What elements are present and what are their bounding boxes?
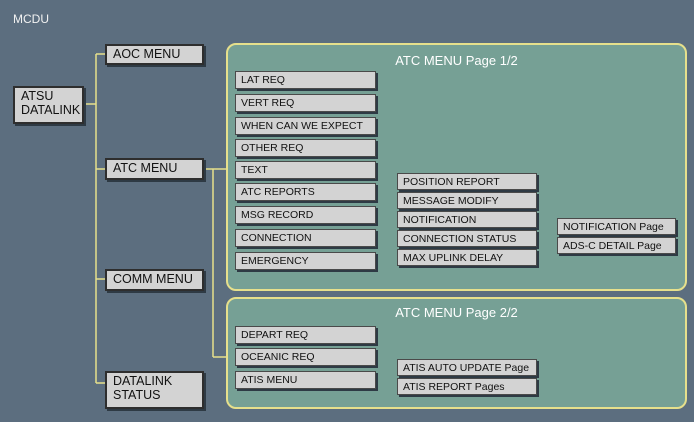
atsu-datalink-line2: DATALINK	[21, 103, 81, 118]
oceanic-req-box[interactable]: OCEANIC REQ	[235, 348, 376, 366]
datalink-status-line2: STATUS	[113, 388, 161, 403]
oceanic-req-label: OCEANIC REQ	[241, 351, 315, 363]
emergency-label: EMERGENCY	[241, 255, 309, 267]
other-req-box[interactable]: OTHER REQ	[235, 139, 376, 157]
atc-menu-label: ATC MENU	[113, 161, 178, 175]
vert-req-box[interactable]: VERT REQ	[235, 94, 376, 112]
vert-req-label: VERT REQ	[241, 97, 295, 109]
position-report-label: POSITION REPORT	[403, 176, 500, 188]
atc-reports-label: ATC REPORTS	[241, 186, 315, 198]
text-label: TEXT	[241, 164, 268, 176]
max-uplink-delay-label: MAX UPLINK DELAY	[403, 252, 504, 264]
connection-status-box[interactable]: CONNECTION STATUS	[397, 230, 537, 247]
atis-auto-update-page-box[interactable]: ATIS AUTO UPDATE Page	[397, 359, 537, 376]
ads-c-detail-page-box[interactable]: ADS-C DETAIL Page	[557, 237, 676, 254]
text-box[interactable]: TEXT	[235, 161, 376, 179]
msg-record-box[interactable]: MSG RECORD	[235, 206, 376, 224]
msg-record-label: MSG RECORD	[241, 209, 314, 221]
datalink-status-line1: DATALINK	[113, 374, 173, 388]
message-modify-box[interactable]: MESSAGE MODIFY	[397, 192, 537, 209]
atsu-datalink-box[interactable]: ATSU DATALINK	[13, 86, 84, 124]
connection-status-label: CONNECTION STATUS	[403, 233, 517, 245]
emergency-box[interactable]: EMERGENCY	[235, 252, 376, 270]
notification-label: NOTIFICATION	[403, 214, 477, 226]
depart-req-label: DEPART REQ	[241, 329, 309, 341]
other-req-label: OTHER REQ	[241, 142, 304, 154]
depart-req-box[interactable]: DEPART REQ	[235, 326, 376, 344]
connection-label: CONNECTION	[241, 232, 312, 244]
notification-box[interactable]: NOTIFICATION	[397, 211, 537, 228]
atc-menu-page-1-title: ATC MENU Page 1/2	[395, 53, 518, 68]
aoc-menu-box[interactable]: AOC MENU	[105, 44, 204, 65]
ads-c-detail-page-label: ADS-C DETAIL Page	[563, 240, 662, 252]
atis-report-pages-box[interactable]: ATIS REPORT Pages	[397, 378, 537, 395]
connection-box[interactable]: CONNECTION	[235, 229, 376, 247]
atis-menu-box[interactable]: ATIS MENU	[235, 371, 376, 389]
lat-req-label: LAT REQ	[241, 74, 285, 86]
aoc-menu-label: AOC MENU	[113, 47, 181, 61]
notification-page-box[interactable]: NOTIFICATION Page	[557, 218, 676, 235]
page-title: MCDU	[13, 12, 49, 26]
comm-menu-label: COMM MENU	[113, 272, 193, 286]
atis-report-pages-label: ATIS REPORT Pages	[403, 381, 505, 393]
atc-menu-page-2-title: ATC MENU Page 2/2	[395, 305, 518, 320]
comm-menu-box[interactable]: COMM MENU	[105, 269, 204, 291]
atis-menu-label: ATIS MENU	[241, 374, 298, 386]
when-can-we-expect-box[interactable]: WHEN CAN WE EXPECT	[235, 117, 376, 135]
atis-auto-update-page-label: ATIS AUTO UPDATE Page	[403, 362, 530, 374]
atsu-datalink-line1: ATSU	[21, 89, 54, 103]
atc-reports-box[interactable]: ATC REPORTS	[235, 183, 376, 201]
lat-req-box[interactable]: LAT REQ	[235, 71, 376, 89]
datalink-status-box[interactable]: DATALINK STATUS	[105, 371, 204, 409]
when-can-we-expect-label: WHEN CAN WE EXPECT	[241, 120, 363, 132]
message-modify-label: MESSAGE MODIFY	[403, 195, 499, 207]
position-report-box[interactable]: POSITION REPORT	[397, 173, 537, 190]
notification-page-label: NOTIFICATION Page	[563, 221, 664, 233]
atc-menu-box[interactable]: ATC MENU	[105, 158, 204, 180]
max-uplink-delay-box[interactable]: MAX UPLINK DELAY	[397, 249, 537, 266]
